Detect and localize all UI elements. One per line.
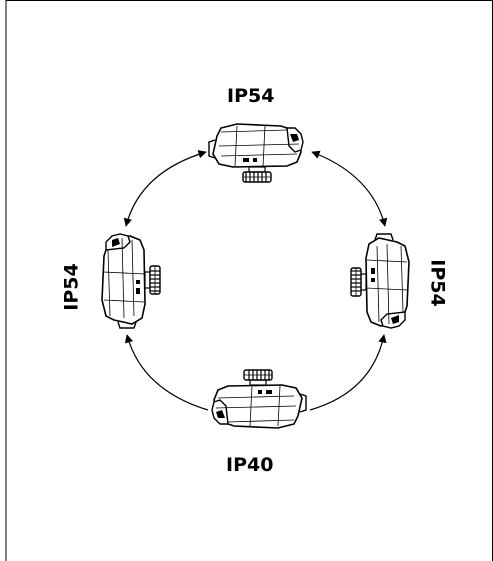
- device-left-orientation: [101, 233, 161, 329]
- arc-left-bottom: [124, 334, 209, 411]
- device-bottom-orientation: [211, 369, 307, 429]
- label-left-rating: IP54: [60, 263, 83, 311]
- device-top-orientation: [208, 123, 304, 183]
- arc-top-left: [123, 150, 207, 227]
- device-right-orientation: [350, 233, 410, 329]
- label-top-rating: IP54: [227, 85, 275, 107]
- arc-top-right: [311, 150, 388, 227]
- label-right-rating: IP54: [426, 259, 449, 307]
- arc-right-bottom: [309, 334, 387, 411]
- label-bottom-rating: IP40: [226, 454, 274, 476]
